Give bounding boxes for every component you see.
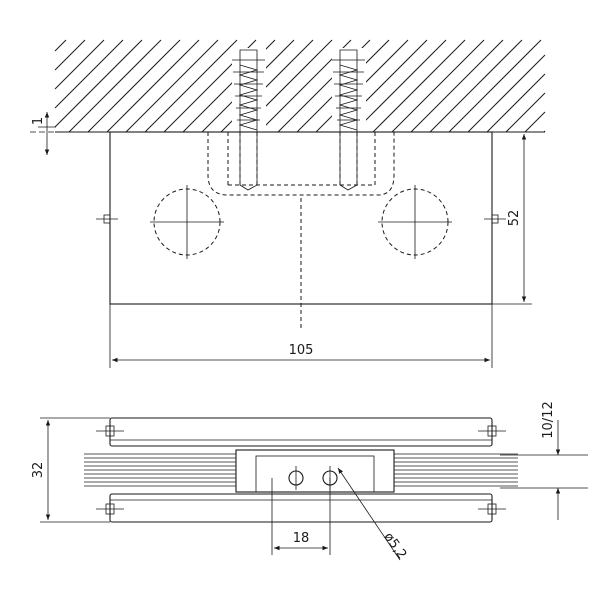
plate-screw-top-left <box>96 425 124 437</box>
glass-pane-left <box>84 453 236 487</box>
top-view: 1 52 105 <box>30 39 546 368</box>
dim-hole-spacing-label: 18 <box>293 531 310 546</box>
side-bottom-plate <box>109 493 493 523</box>
screw-left <box>232 49 265 191</box>
wall-hatching <box>54 39 546 133</box>
dim-height-top-label: 52 <box>507 210 522 227</box>
dim-diameter-leader <box>337 467 401 561</box>
plate-screw-bottom-left <box>96 503 124 515</box>
side-top-plate <box>109 417 493 447</box>
dim-glass-label: 10/12 <box>541 401 556 438</box>
dim-gap-label: 1 <box>31 117 46 125</box>
screw-right <box>332 49 365 191</box>
side-view: 32 10/12 18 ø5,2 <box>31 401 588 562</box>
plate-screw-bottom-right <box>478 503 506 515</box>
glass-pane-right <box>394 453 518 487</box>
dim-diameter-label: ø5,2 <box>381 530 410 562</box>
dim-height-side-label: 32 <box>31 462 46 479</box>
hidden-mounting-block <box>207 132 395 196</box>
dim-width-label: 105 <box>289 343 314 358</box>
plate-screw-top-right <box>478 425 506 437</box>
